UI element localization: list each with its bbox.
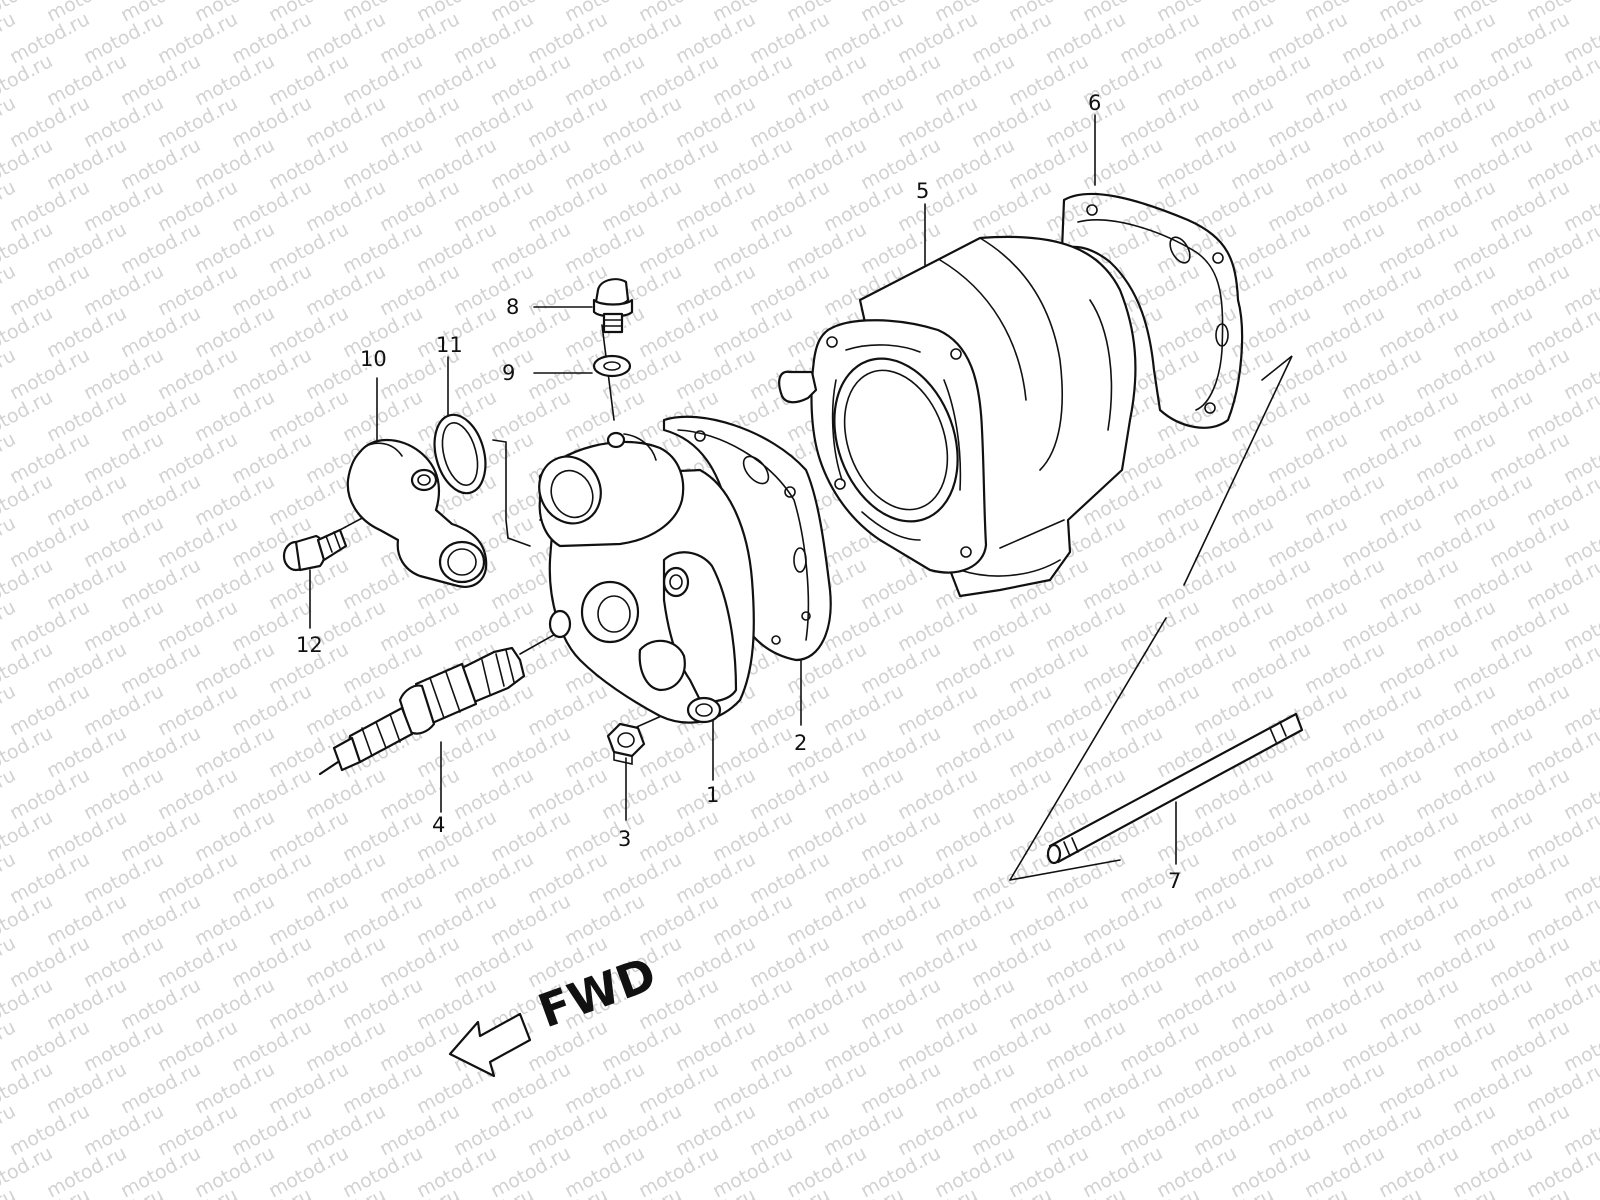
bolt-part-8 xyxy=(592,278,634,334)
watermark-text: motod.ru xyxy=(0,1184,19,1200)
forward-arrow-icon xyxy=(448,1012,532,1078)
label-part-11: 11 xyxy=(436,333,463,357)
label-part-8: 8 xyxy=(506,295,519,319)
spark-plug-part-4 xyxy=(318,646,526,776)
water-outlet-part-10 xyxy=(346,439,488,588)
washer-part-9 xyxy=(592,354,632,378)
cylinder-base-gasket xyxy=(1060,192,1244,429)
nut-part-3 xyxy=(606,722,646,765)
bolt-part-12 xyxy=(282,528,348,572)
label-part-10: 10 xyxy=(360,347,387,371)
label-part-9: 9 xyxy=(502,361,515,385)
label-part-12: 12 xyxy=(296,633,323,657)
stud-part-7 xyxy=(1046,712,1304,865)
o-ring-part-11 xyxy=(433,413,487,495)
cylinder xyxy=(778,235,1137,598)
label-part-7: 7 xyxy=(1168,869,1181,893)
label-part-5: 5 xyxy=(916,179,929,203)
label-part-3: 3 xyxy=(618,827,631,851)
cylinder-head xyxy=(538,431,755,724)
part-number-labels: 1 2 3 4 5 6 7 8 9 10 11 12 xyxy=(296,91,1181,893)
label-part-6: 6 xyxy=(1088,91,1101,115)
label-part-2: 2 xyxy=(794,731,807,755)
label-part-1: 1 xyxy=(706,783,719,807)
label-part-4: 4 xyxy=(432,813,445,837)
